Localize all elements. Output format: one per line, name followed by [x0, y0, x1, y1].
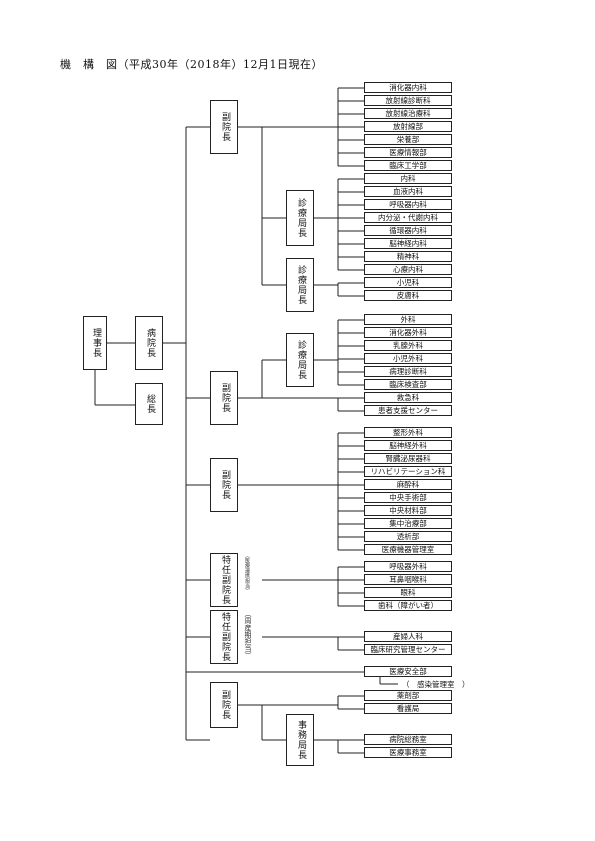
- fuku3-box: 副院長: [210, 458, 238, 512]
- unit-fuku4-1: 薬剤部: [364, 690, 452, 701]
- unit-jimu-0: 病院総務室: [364, 734, 452, 745]
- unit-tokunin1-3: 歯科（障がい者）: [364, 600, 452, 611]
- unit-fuku1_direct-0: 消化器内科: [364, 82, 452, 93]
- shinryo2-box: 診療局長: [286, 258, 314, 312]
- rijicho-box: 理事長: [83, 316, 107, 370]
- unit-fuku1_direct-4: 栄養部: [364, 134, 452, 145]
- fuku2-box: 副院長: [210, 371, 238, 425]
- unit-fuku1_direct-1: 放射線診断科: [364, 95, 452, 106]
- infection-control-label: （ 感染管理室 ）: [402, 680, 470, 689]
- unit-shinryo1-5: 脳神経内科: [364, 238, 452, 249]
- tokunin1-box: 特任副院長: [210, 553, 238, 607]
- unit-shinryo3-5: 臨床検査部: [364, 379, 452, 390]
- unit-fuku3-7: 集中治療部: [364, 518, 452, 529]
- unit-shinryo3-4: 病理診断科: [364, 366, 452, 377]
- unit-shinryo3-3: 小児外科: [364, 353, 452, 364]
- unit-fuku3-4: 麻酔科: [364, 479, 452, 490]
- unit-jimu-1: 医療事務室: [364, 747, 452, 758]
- unit-shinryo3-0: 外科: [364, 314, 452, 325]
- unit-fuku1_direct-6: 臨床工学部: [364, 160, 452, 171]
- page-title: 機 構 図（平成30年（2018年）12月1日現在）: [60, 58, 323, 71]
- unit-fuku3-5: 中央手術部: [364, 492, 452, 503]
- unit-fuku4-0: 医療安全部: [364, 666, 452, 677]
- fuku4-box: 副院長: [210, 682, 238, 728]
- unit-fuku3-2: 腎臓泌尿器科: [364, 453, 452, 464]
- unit-tokunin1-2: 眼科: [364, 587, 452, 598]
- unit-fuku4-2: 看護局: [364, 703, 452, 714]
- fuku1-box: 副院長: [210, 100, 238, 154]
- shinryo3-box: 診療局長: [286, 333, 314, 387]
- unit-fuku1_direct-5: 医療情報部: [364, 147, 452, 158]
- socho-box: 総長: [135, 383, 163, 425]
- unit-shinryo1-3: 内分泌・代謝内科: [364, 212, 452, 223]
- unit-fuku3-0: 整形外科: [364, 427, 452, 438]
- unit-fuku1_direct-2: 放射線治療科: [364, 108, 452, 119]
- unit-fuku3-9: 医療機器管理室: [364, 544, 452, 555]
- unit-shinryo1-0: 内科: [364, 173, 452, 184]
- unit-fuku3-6: 中央材料部: [364, 505, 452, 516]
- unit-shinryo3-2: 乳腺外科: [364, 340, 452, 351]
- unit-shinryo1-4: 循環器内科: [364, 225, 452, 236]
- byoincho-box: 病院長: [135, 316, 163, 370]
- tokunin1-note: （医療連携担当）: [244, 553, 250, 593]
- unit-tokunin2-0: 産婦人科: [364, 631, 452, 642]
- unit-shinryo1-2: 呼吸器内科: [364, 199, 452, 210]
- jimu-box: 事務局長: [286, 714, 314, 766]
- unit-fuku3-1: 脳神経外科: [364, 440, 452, 451]
- unit-fuku2_direct-0: 救急科: [364, 392, 452, 403]
- unit-shinryo2-0: 小児科: [364, 277, 452, 288]
- unit-fuku2_direct-1: 患者支援センター: [364, 405, 452, 416]
- unit-shinryo3-1: 消化器外科: [364, 327, 452, 338]
- unit-tokunin1-1: 耳鼻咽喉科: [364, 574, 452, 585]
- unit-fuku3-8: 透析部: [364, 531, 452, 542]
- shinryo1-box: 診療局長: [286, 190, 314, 246]
- unit-shinryo2-1: 皮膚科: [364, 290, 452, 301]
- unit-tokunin2-1: 臨床研究管理センター: [364, 644, 452, 655]
- unit-fuku3-3: リハビリテーション科: [364, 466, 452, 477]
- unit-fuku1_direct-3: 放射線部: [364, 121, 452, 132]
- unit-shinryo1-6: 精神科: [364, 251, 452, 262]
- unit-shinryo1-1: 血液内科: [364, 186, 452, 197]
- tokunin2-box: 特任副院長: [210, 610, 238, 664]
- unit-shinryo1-7: 心療内科: [364, 264, 452, 275]
- tokunin2-note: （周産期担当）: [244, 610, 252, 659]
- unit-tokunin1-0: 呼吸器外科: [364, 561, 452, 572]
